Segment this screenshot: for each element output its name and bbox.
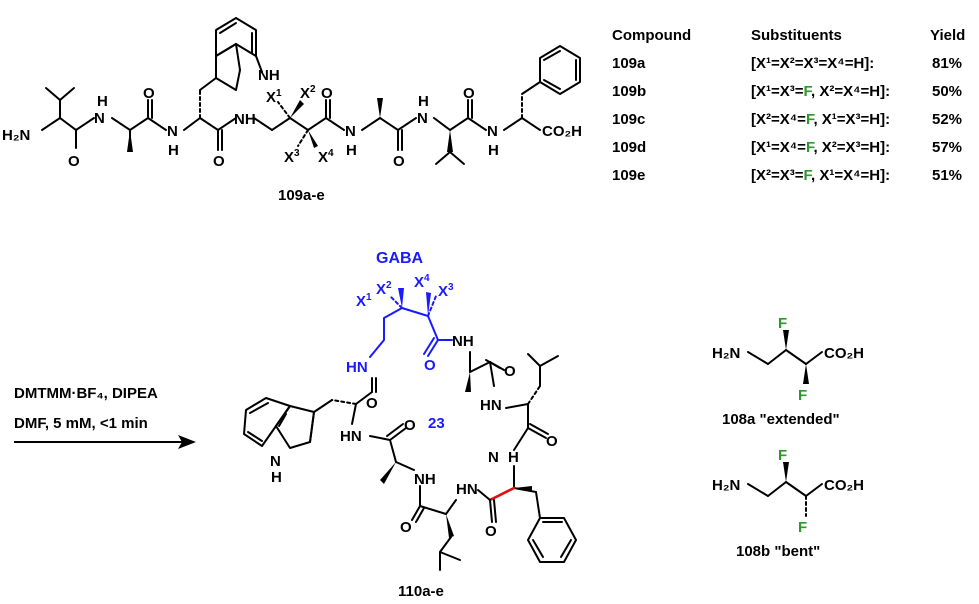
hn-label: HN <box>480 397 502 414</box>
table-cell-yield: 81% <box>932 55 962 72</box>
table-cell-substituents: [X¹=X²=X³=X⁴=H]: <box>751 55 874 72</box>
o-label: O <box>504 363 516 380</box>
nh-label: N <box>94 110 105 127</box>
x3-label: X3 <box>438 282 454 300</box>
fluorine-label: F <box>778 315 787 332</box>
gaba-label: GABA <box>376 250 424 267</box>
linear-peptide-109: H₂N O N H O N H NH O NH X1 X2 X3 X4 O N … <box>2 17 582 204</box>
substituent-table: Compound Substituents Yield 109a [X¹=X²=… <box>612 27 965 184</box>
o-label: O <box>366 395 378 412</box>
table-cell-yield: 57% <box>932 139 962 156</box>
arrow-head-icon <box>178 435 196 449</box>
table-cell-substituents: [X¹=X³=F, X²=X⁴=H]: <box>751 83 890 100</box>
h2n-label: H₂N <box>712 477 740 494</box>
compound-108b: H₂N F F CO₂H 108b "bent" <box>712 447 864 560</box>
h-label: H <box>488 142 499 159</box>
o-label: O <box>546 433 558 450</box>
nh-label: NH <box>414 471 436 488</box>
h-label: H <box>508 449 519 466</box>
o-label: O <box>400 519 412 536</box>
indole-nh-label: NH <box>258 67 280 84</box>
table-cell-compound: 109b <box>612 83 646 100</box>
x2-label: X2 <box>300 84 316 102</box>
o-label: O <box>213 153 225 170</box>
o-label: O <box>321 85 333 102</box>
table-cell-yield: 52% <box>932 111 962 128</box>
o-label: O <box>463 85 475 102</box>
o-label: O <box>424 357 436 374</box>
indole-n-label: N <box>270 453 281 470</box>
hn-label: HN <box>346 359 368 376</box>
table-header-compound: Compound <box>612 27 691 44</box>
fluorine-label: F <box>798 387 807 404</box>
co2h-label: CO₂H <box>824 477 864 494</box>
table-cell-compound: 109d <box>612 139 646 156</box>
table-header-yield: Yield <box>930 27 965 44</box>
o-label: O <box>485 523 497 540</box>
n-label: N <box>345 123 356 140</box>
fluorine-label: F <box>778 447 787 464</box>
compound-label-110: 110a-e <box>398 583 444 600</box>
o-label: O <box>393 153 405 170</box>
compound-label-109: 109a-e <box>278 187 325 204</box>
x3-label: X3 <box>284 148 300 166</box>
nh-label: NH <box>452 333 474 350</box>
compound-108a: H₂N F F CO₂H 108a "extended" <box>712 315 864 428</box>
x4-label: X4 <box>318 148 334 166</box>
reaction-conditions-line1: DMTMM·BF₄, DIPEA <box>14 385 158 402</box>
n-label: N <box>487 123 498 140</box>
h2n-label: H₂N <box>2 127 30 144</box>
x4-label: X4 <box>414 273 430 291</box>
h-label: H <box>97 93 108 110</box>
hn-label: HN <box>456 481 478 498</box>
h-label: H <box>346 142 357 159</box>
hn-label: HN <box>340 428 362 445</box>
table-cell-compound: 109c <box>612 111 645 128</box>
x2-label: X2 <box>376 280 392 298</box>
table-cell-compound: 109e <box>612 167 645 184</box>
reaction-conditions-line2: DMF, 5 mM, <1 min <box>14 415 148 432</box>
reaction-arrow-group: DMTMM·BF₄, DIPEA DMF, 5 mM, <1 min <box>14 385 196 449</box>
ring-size-label: 23 <box>428 415 445 432</box>
co2h-label: CO₂H <box>542 123 582 140</box>
table-cell-yield: 50% <box>932 83 962 100</box>
o-label: O <box>404 417 416 434</box>
table-cell-substituents: [X²=X⁴=F, X¹=X³=H]: <box>751 111 890 128</box>
fluorine-label: F <box>798 519 807 536</box>
compound-label-108a: 108a "extended" <box>722 411 840 428</box>
n-label: N <box>167 123 178 140</box>
table-cell-yield: 51% <box>932 167 962 184</box>
nh-label: NH <box>234 111 256 128</box>
co2h-label: CO₂H <box>824 345 864 362</box>
x1-label: X1 <box>356 292 372 310</box>
table-cell-substituents: [X¹=X⁴=F, X²=X³=H]: <box>751 139 890 156</box>
h-label: H <box>418 93 429 110</box>
table-cell-substituents: [X²=X³=F, X¹=X⁴=H]: <box>751 167 890 184</box>
h-label: H <box>168 142 179 159</box>
table-cell-compound: 109a <box>612 55 646 72</box>
o-label: O <box>68 153 80 170</box>
macrocycle-110: GABA X1 X2 X4 X3 O HN NH O HN O <box>243 250 577 600</box>
compound-label-108b: 108b "bent" <box>736 543 820 560</box>
x1-label: X1 <box>266 88 282 106</box>
n-label: N <box>488 449 499 466</box>
n-label: N <box>417 110 428 127</box>
indole-h-label: H <box>271 469 282 486</box>
table-header-substituents: Substituents <box>751 27 842 44</box>
h2n-label: H₂N <box>712 345 740 362</box>
o-label: O <box>143 85 155 102</box>
